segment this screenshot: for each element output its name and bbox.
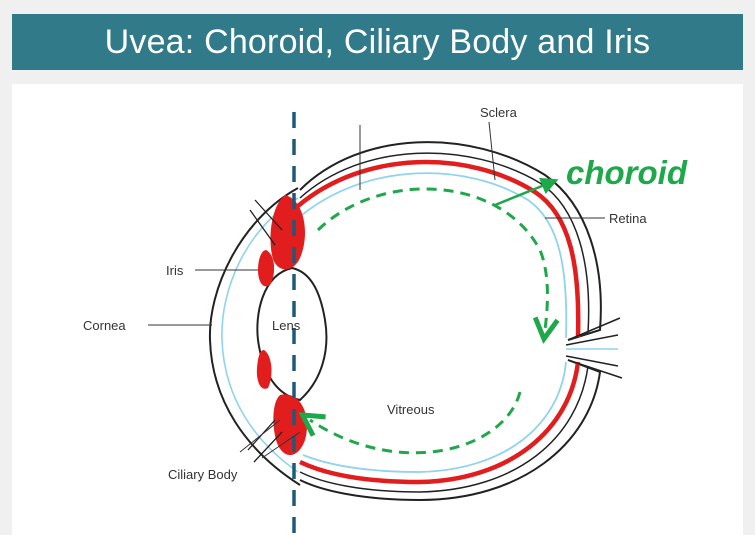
label-sclera: Sclera xyxy=(480,105,518,120)
retina-layer xyxy=(302,173,566,472)
optic-nerve xyxy=(566,318,622,378)
label-ciliary-body: Ciliary Body xyxy=(168,467,238,482)
label-choroid: choroid xyxy=(566,154,688,191)
ciliary-body-lower xyxy=(273,394,307,455)
label-lens: Lens xyxy=(272,318,301,333)
iris-upper xyxy=(258,250,274,286)
label-iris: Iris xyxy=(166,263,184,278)
choroid-arrow-upper xyxy=(318,189,547,330)
label-retina: Retina xyxy=(609,211,647,226)
label-cornea: Cornea xyxy=(83,318,126,333)
label-vitreous: Vitreous xyxy=(387,402,435,417)
choroid-layer xyxy=(298,162,578,482)
